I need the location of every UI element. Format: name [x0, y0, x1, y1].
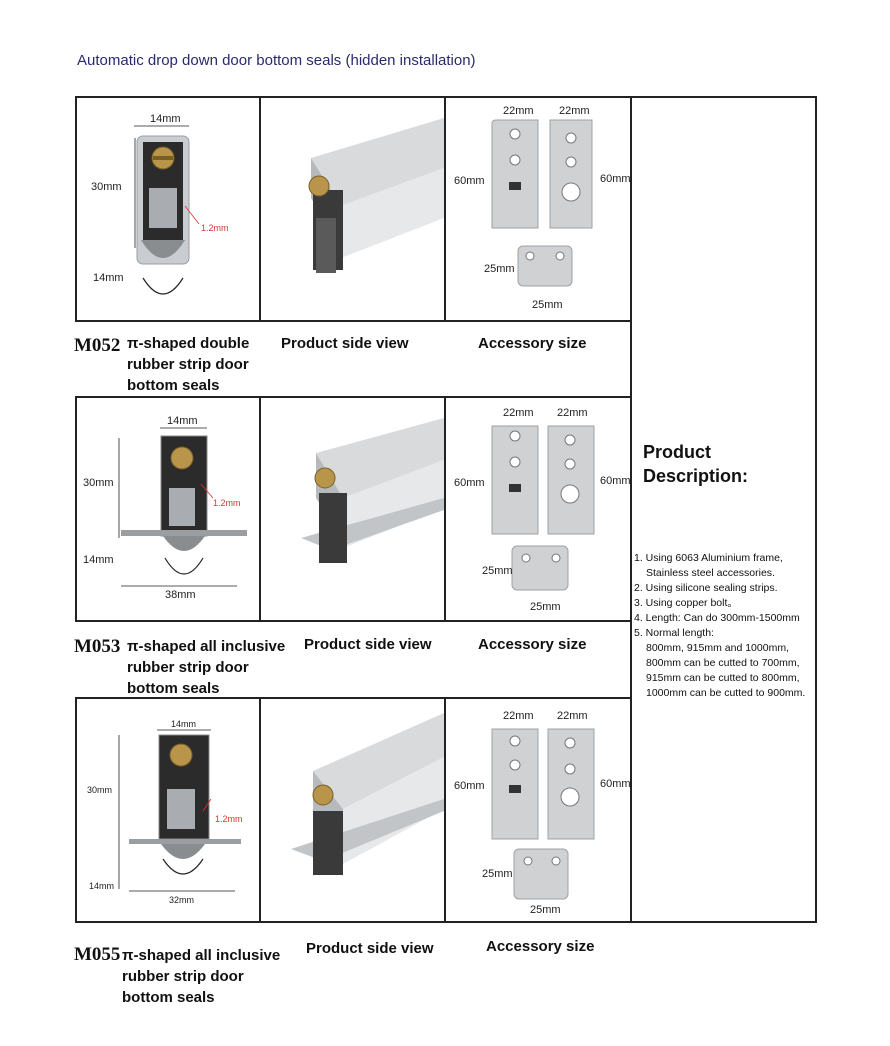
accessory-diagram-m053: 22mm 22mm 60mm 60mm 25mm 25mm [454, 407, 630, 613]
acc-small-width-label: 25mm [530, 904, 561, 916]
page-title: Automatic drop down door bottom seals (h… [77, 52, 476, 69]
col-line-b-2 [444, 396, 446, 622]
dim-gap-label: 1.2mm [201, 223, 229, 233]
dim-width-label: 14mm [167, 415, 198, 427]
cross-section-diagram-m053: 14mm 30mm 14mm 38mm 1.2mm [83, 415, 247, 601]
list-item: 4. Length: Can do 300mm-1500mm [634, 612, 800, 624]
description-line: rubber strip door [127, 356, 249, 373]
acc-small-height-label: 25mm [484, 263, 515, 275]
list-item: 915mm can be cutted to 800mm, [646, 672, 800, 684]
model-code: M052 [74, 335, 121, 356]
col-line-a-2 [259, 396, 261, 622]
cross-section-diagram-m052: 14mm 30mm 14mm 1.2mm [91, 113, 229, 295]
side-view-caption: Product side view [304, 636, 432, 653]
acc-width-label-a: 22mm [503, 710, 534, 722]
acc-height-label-b: 60mm [600, 173, 630, 185]
product-side-view-m053 [301, 418, 444, 563]
dim-height-label: 30mm [91, 181, 122, 193]
acc-height-label-b: 60mm [600, 778, 630, 790]
description-line: bottom seals [127, 377, 220, 394]
col-line-b-3 [444, 697, 446, 923]
dim-base-label: 38mm [165, 589, 196, 601]
acc-width-label-a: 22mm [503, 105, 534, 117]
table-border-top [75, 96, 817, 98]
list-item: 800mm, 915mm and 1000mm, [646, 642, 789, 654]
table-border-left-2 [75, 396, 77, 622]
heading-line: Description: [643, 466, 749, 486]
list-item: 3. Using copper bolt。 [634, 597, 738, 609]
description-line: bottom seals [122, 989, 215, 1006]
acc-small-height-label: 25mm [482, 868, 513, 880]
accessory-diagram-m055: 22mm 22mm 60mm 60mm 25mm 25mm [454, 710, 630, 916]
product-side-view-m052 [308, 118, 444, 273]
col-line-a-3 [259, 697, 261, 923]
table-border-bottom [75, 921, 817, 923]
dim-height-label: 30mm [83, 477, 114, 489]
table-line-row2-top [75, 396, 632, 398]
dim-gap-label: 1.2mm [213, 498, 241, 508]
accessory-caption: Accessory size [486, 938, 595, 955]
acc-width-label-a: 22mm [503, 407, 534, 419]
list-item: 800mm can be cutted to 700mm, [646, 657, 800, 669]
product-description: π-shaped all inclusive rubber strip door… [122, 945, 280, 1008]
dim-drop-label: 14mm [93, 272, 124, 284]
table-line-row1-bottom [75, 320, 632, 322]
product-description: π-shaped double rubber strip door bottom… [127, 333, 249, 396]
col-line-b-1 [444, 96, 446, 322]
acc-small-width-label: 25mm [532, 299, 563, 311]
list-item: 1000mm can be cutted to 900mm. [646, 687, 806, 699]
model-code: M053 [74, 636, 121, 657]
cross-section-diagram-m055: 14mm 30mm 14mm 32mm 1.2mm [87, 719, 243, 905]
list-item: Stainless steel accessories. [646, 567, 775, 579]
table-line-row2-bottom [75, 620, 632, 622]
description-line: rubber strip door [122, 968, 244, 985]
col-line-a-1 [259, 96, 261, 322]
description-line: π-shaped all inclusive [122, 947, 281, 964]
acc-height-label-a: 60mm [454, 175, 485, 187]
model-code: M055 [74, 944, 121, 965]
dim-width-label: 14mm [150, 113, 181, 125]
acc-height-label-a: 60mm [454, 780, 485, 792]
dim-height-label: 30mm [87, 785, 112, 795]
table-line-row3-top [75, 697, 632, 699]
dim-base-label: 32mm [169, 895, 194, 905]
description-line: π-shaped double [127, 335, 250, 352]
side-view-caption: Product side view [281, 335, 409, 352]
product-description-heading: Product Description: [643, 440, 748, 488]
product-description-list: 1. Using 6063 Aluminium frame, Stainless… [634, 551, 824, 701]
description-column-left [630, 96, 632, 923]
dim-drop-label: 14mm [89, 881, 114, 891]
acc-width-label-b: 22mm [559, 105, 590, 117]
dim-drop-label: 14mm [83, 554, 114, 566]
description-line: π-shaped all inclusive [127, 638, 286, 655]
list-item: 1. Using 6063 Aluminium frame, [634, 552, 783, 564]
heading-line: Product [643, 442, 712, 462]
accessory-diagram-m052: 22mm 22mm 60mm 60mm 25mm 25mm [454, 105, 630, 311]
description-line: bottom seals [127, 680, 220, 697]
table-border-left-3 [75, 697, 77, 923]
dim-width-label: 14mm [171, 719, 196, 729]
acc-width-label-b: 22mm [557, 710, 588, 722]
acc-height-label-a: 60mm [454, 477, 485, 489]
table-border-left-1 [75, 96, 77, 322]
acc-height-label-b: 60mm [600, 475, 630, 487]
list-item: 5. Normal length: [634, 627, 714, 639]
list-item: 2. Using silicone sealing strips. [634, 582, 778, 594]
dim-gap-label: 1.2mm [215, 814, 243, 824]
acc-small-width-label: 25mm [530, 601, 561, 613]
product-description: π-shaped all inclusive rubber strip door… [127, 636, 285, 699]
accessory-caption: Accessory size [478, 636, 587, 653]
accessory-caption: Accessory size [478, 335, 587, 352]
product-side-view-m055 [291, 713, 444, 875]
acc-small-height-label: 25mm [482, 565, 513, 577]
acc-width-label-b: 22mm [557, 407, 588, 419]
table-border-right [815, 96, 817, 923]
description-line: rubber strip door [127, 659, 249, 676]
side-view-caption: Product side view [306, 940, 434, 957]
